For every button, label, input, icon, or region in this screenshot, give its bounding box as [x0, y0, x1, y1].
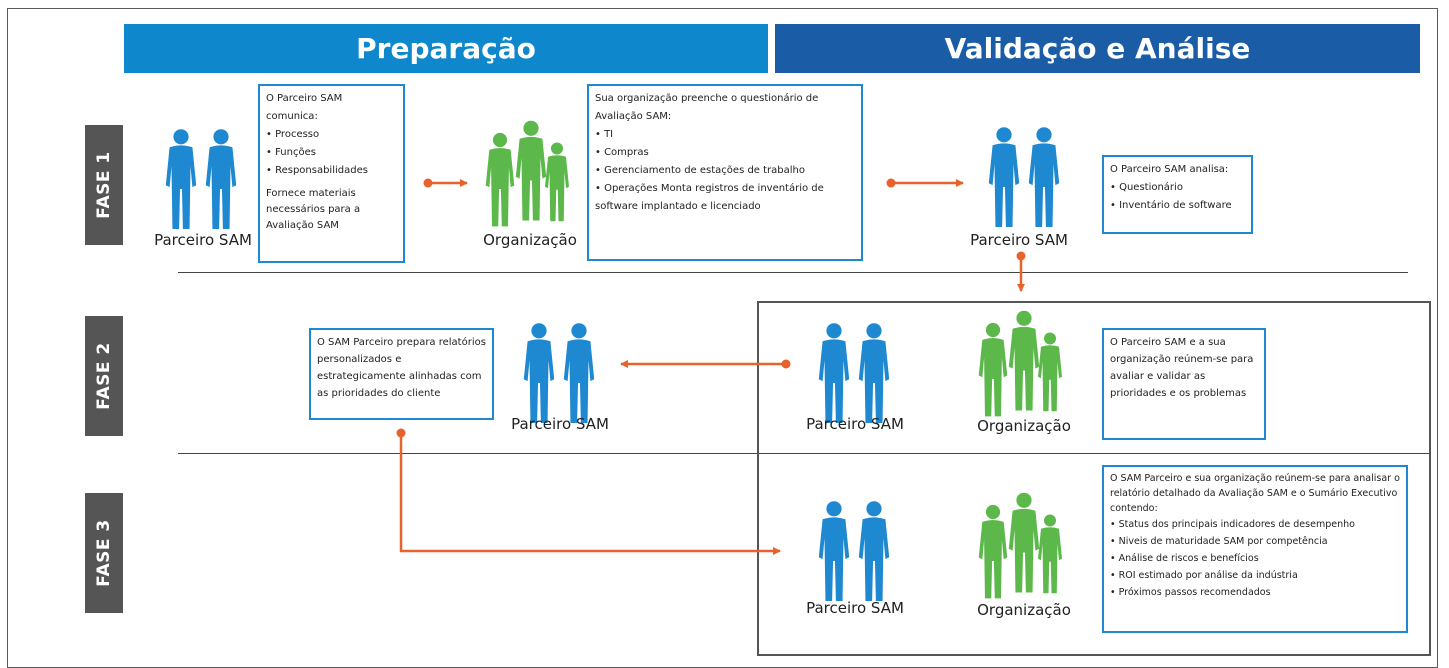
- box-fase2-meet: O Parceiro SAM e a sua organização reúne…: [1102, 328, 1266, 440]
- partner-label-4: Parceiro SAM: [806, 415, 904, 433]
- box-title: O SAM Parceiro e sua organização reúnem-…: [1110, 473, 1400, 514]
- box-item: • Questionário: [1110, 182, 1183, 193]
- box-item: • Status dos principais indicadores de d…: [1110, 519, 1355, 530]
- box-fase1-org: Sua organização preenche o questionário …: [587, 84, 863, 261]
- organization-label-1: Organização: [483, 231, 577, 249]
- phase-3-tab: FASE 3: [85, 493, 123, 613]
- box-text: O Parceiro SAM e a sua organização reúne…: [1110, 337, 1254, 399]
- box-item: • Compras: [595, 147, 649, 158]
- partner-label-3: Parceiro SAM: [511, 415, 609, 433]
- arrow-fase1-down: [1016, 251, 1026, 292]
- box-item: • Gerenciamento de estações de trabalho: [595, 165, 806, 176]
- box-item: • ROI estimado por análise da indústria: [1110, 570, 1298, 581]
- partner-label-2: Parceiro SAM: [970, 231, 1068, 249]
- separator-1: [178, 272, 1408, 273]
- organization-label-3: Organização: [977, 601, 1071, 619]
- box-fase1-analysis: O Parceiro SAM analisa: • Questionário •…: [1102, 155, 1253, 234]
- box-item: • Processo: [266, 129, 320, 140]
- box-item: • Operações Monta registros de inventári…: [595, 183, 824, 212]
- arrows-layer: [396, 178, 1026, 555]
- arrow-fase1-b: [886, 178, 964, 188]
- box-item: • Responsabilidades: [266, 165, 368, 176]
- box-item: • Inventário de software: [1110, 200, 1232, 211]
- box-text: O SAM Parceiro prepara relatórios person…: [317, 337, 486, 399]
- box-title: O Parceiro SAM analisa:: [1110, 164, 1229, 175]
- separator-2a: [178, 453, 758, 454]
- header-preparation: Preparação: [124, 24, 768, 73]
- box-title: Sua organização preenche o questionário …: [595, 93, 819, 122]
- arrow-fase3-route: [396, 428, 781, 555]
- box-item: • Próximos passos recomendados: [1110, 587, 1271, 598]
- arrow-fase1-a: [423, 178, 468, 188]
- box-item: • Niveis de maturidade SAM por competênc…: [1110, 536, 1328, 547]
- partner-label-5: Parceiro SAM: [806, 599, 904, 617]
- box-fase3-meet: O SAM Parceiro e sua organização reúnem-…: [1102, 465, 1408, 633]
- box-fase1-partner: O Parceiro SAM comunica: • Processo • Fu…: [258, 84, 405, 263]
- organization-label-2: Organização: [977, 417, 1071, 435]
- phase-1-tab: FASE 1: [85, 125, 123, 245]
- phase-2-tab: FASE 2: [85, 316, 123, 436]
- separator-2b: [757, 453, 1431, 454]
- box-fase2-reports: O SAM Parceiro prepara relatórios person…: [309, 328, 494, 420]
- box-item: • Análise de riscos e benefícios: [1110, 553, 1259, 564]
- arrow-fase2-left: [620, 359, 791, 369]
- box-item: • Funções: [266, 147, 316, 158]
- box-title: O Parceiro SAM comunica:: [266, 93, 343, 122]
- partner-label-1: Parceiro SAM: [154, 231, 252, 249]
- box-footer: Fornece materiais necessários para a Ava…: [266, 188, 361, 231]
- header-validation: Validação e Análise: [775, 24, 1420, 73]
- box-item: • TI: [595, 129, 614, 140]
